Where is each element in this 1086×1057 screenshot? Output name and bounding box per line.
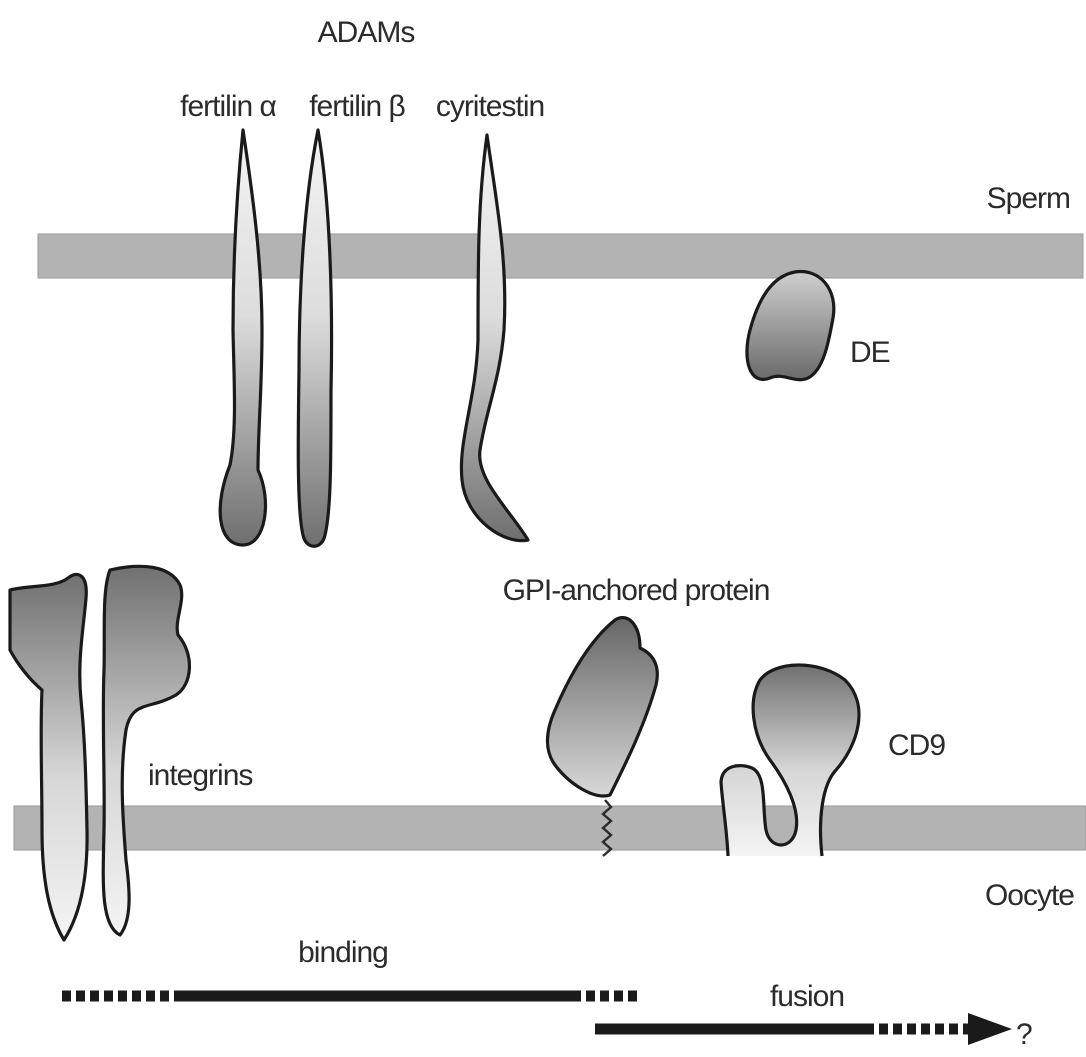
- cyritestin-label: cyritestin: [436, 90, 544, 123]
- adams-label: ADAMs: [318, 16, 415, 49]
- oocyte-membrane: [14, 806, 1086, 850]
- fusion-label: fusion: [770, 980, 844, 1013]
- fusion-arrowhead: [968, 1013, 1012, 1045]
- fertilin-beta-protein: [298, 130, 331, 546]
- fertilin-beta-label: fertilin β: [309, 90, 405, 123]
- binding-label: binding: [298, 936, 388, 969]
- gpi-anchored-protein-label: GPI-anchored protein: [503, 574, 770, 607]
- question-mark-label: ?: [1016, 1018, 1032, 1051]
- sperm-label: Sperm: [987, 182, 1070, 215]
- integrins-label: integrins: [148, 759, 252, 792]
- cd9-label: CD9: [888, 729, 945, 762]
- sperm-membrane: [38, 234, 1083, 278]
- fertilin-alpha-protein: [220, 130, 265, 545]
- cyritestin-protein: [461, 135, 528, 541]
- gpi-anchored-protein: [547, 618, 657, 796]
- integrin-alpha-subunit: [10, 574, 87, 940]
- de-label: DE: [850, 336, 890, 369]
- oocyte-label: Oocyte: [985, 879, 1074, 912]
- fertilin-alpha-label: fertilin α: [180, 90, 276, 123]
- de-protein: [747, 272, 834, 380]
- integrin-beta-subunit: [103, 566, 189, 935]
